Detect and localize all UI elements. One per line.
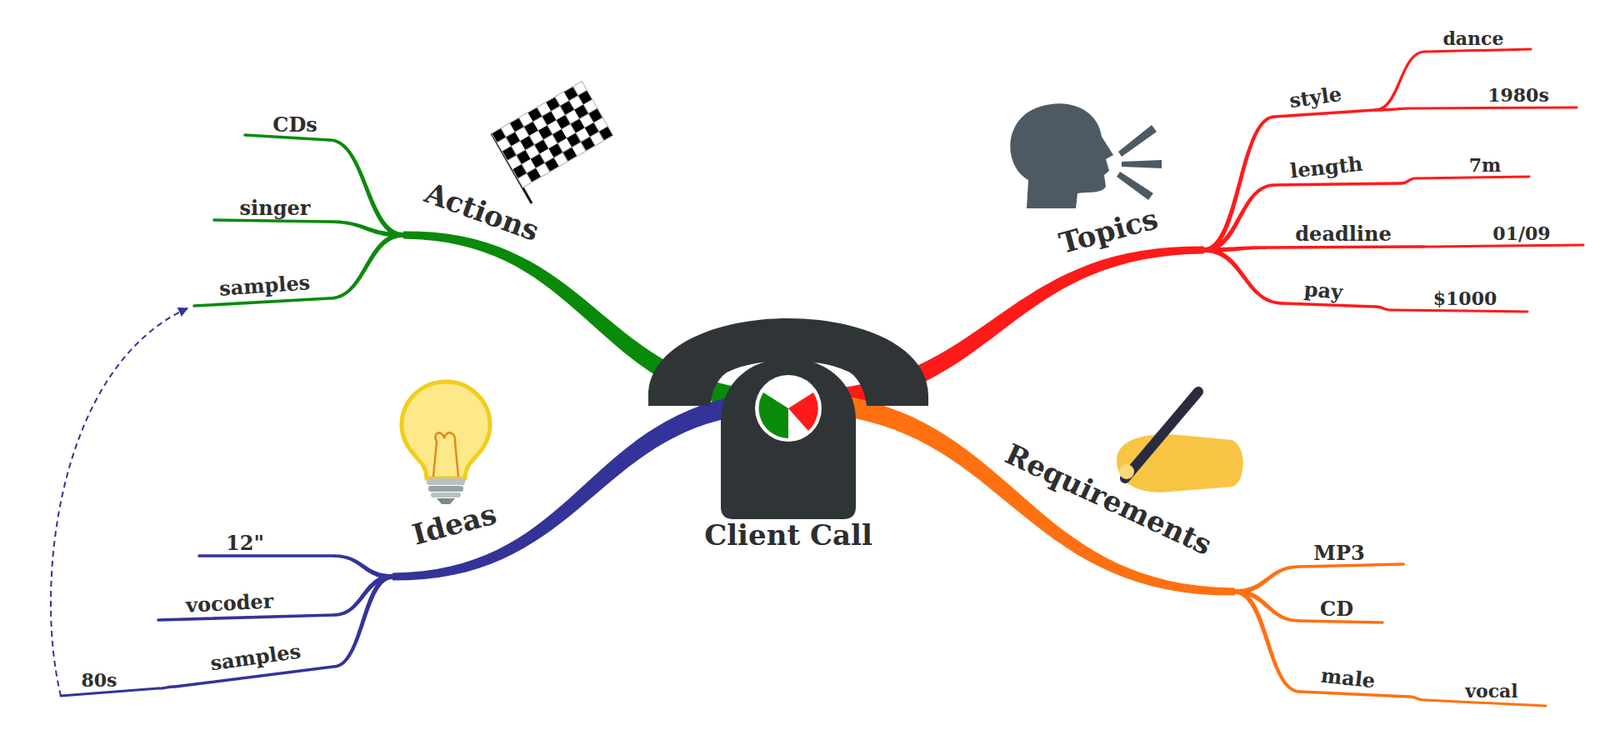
branch-leaf: 7m xyxy=(1469,155,1502,175)
branch-underline xyxy=(1416,107,1577,109)
branch-connector xyxy=(1375,50,1425,112)
branch-underline xyxy=(1433,245,1584,247)
branch-leaf: deadline xyxy=(1295,223,1391,245)
leaf-word: singer xyxy=(240,197,311,219)
main-branch-label: Topics xyxy=(1055,204,1161,260)
branch-connector xyxy=(403,231,789,414)
branch-connector xyxy=(333,554,393,580)
branch-leaf: 12" xyxy=(225,532,265,554)
main-branch-label: Ideas xyxy=(409,500,500,551)
branch-underline xyxy=(1275,110,1375,117)
leaf-word: $1000 xyxy=(1433,289,1498,309)
branch-leaf: vocal xyxy=(1465,681,1518,701)
main-branch-label: Requirements xyxy=(1000,439,1216,561)
branch-leaf: singer xyxy=(240,197,311,219)
phone-icon xyxy=(641,312,935,521)
leaf-word: CD xyxy=(1320,598,1354,620)
branch-underline xyxy=(175,666,334,687)
leaf-word: 01/09 xyxy=(1492,224,1550,244)
leaf-word: 12" xyxy=(225,532,265,554)
branch-title: Actions xyxy=(420,178,543,247)
branch-leaf: dance xyxy=(1442,29,1504,49)
branch-connector xyxy=(1204,115,1275,253)
central-topic: Client Call xyxy=(641,312,935,551)
branch-connector xyxy=(1408,695,1425,701)
branch-leaf: $1000 xyxy=(1433,289,1498,309)
branch-underline xyxy=(245,135,330,140)
branch-leaf: MP3 xyxy=(1313,542,1365,564)
branch-underline xyxy=(194,298,330,306)
branch-connector xyxy=(1204,247,1284,305)
branch-underline xyxy=(214,220,330,222)
branch-underline xyxy=(1425,49,1531,52)
leaf-word: vocoder xyxy=(185,590,275,616)
branch-underline xyxy=(1425,700,1546,706)
leaf-word: length xyxy=(1289,153,1364,182)
branch-connector xyxy=(333,574,393,669)
branch-leaf: 1980s xyxy=(1487,85,1550,105)
branch-underline xyxy=(158,615,334,620)
branch-leaf: samples xyxy=(219,272,312,300)
branch-underline xyxy=(1270,246,1417,248)
lightbulb-icon xyxy=(401,381,490,505)
leaf-word: samples xyxy=(209,640,303,674)
branch-leaf: male xyxy=(1320,665,1377,692)
main-branch-label: Actions xyxy=(420,178,543,247)
leaf-word: 7m xyxy=(1469,155,1502,175)
branch-title: Ideas xyxy=(409,500,500,551)
branch-connector xyxy=(1235,589,1300,694)
writing-hand-icon xyxy=(1116,391,1244,493)
branch-leaf: vocoder xyxy=(185,590,275,616)
branch-underline xyxy=(1275,183,1400,185)
branch-underline xyxy=(1300,691,1409,697)
leaf-word: 80s xyxy=(80,670,117,690)
leaf-word: dance xyxy=(1442,29,1504,49)
branch-title: Topics xyxy=(1055,204,1161,260)
speaking-head-icon xyxy=(1010,103,1162,209)
leaf-word: CDs xyxy=(272,114,317,135)
branch-connector xyxy=(158,685,175,690)
flag-icon xyxy=(491,81,614,205)
leaf-word: pay xyxy=(1303,278,1344,303)
branch-underline xyxy=(199,554,334,558)
branch-connector xyxy=(1400,177,1417,185)
branch-connector xyxy=(1416,245,1434,249)
leaf-word: vocal xyxy=(1465,681,1518,701)
leaf-word: style xyxy=(1287,83,1343,112)
branch-connector xyxy=(1235,565,1300,595)
leaf-word: samples xyxy=(219,272,312,300)
leaf-word: deadline xyxy=(1295,223,1391,245)
leaf-word: 1980s xyxy=(1487,85,1550,105)
leaf-word: male xyxy=(1320,665,1377,692)
branch-connector xyxy=(1375,305,1392,311)
branch-connector xyxy=(329,232,404,300)
branch-underline xyxy=(1283,303,1375,307)
branch-leaf: samples xyxy=(209,640,303,674)
branch-leaf: CD xyxy=(1320,598,1354,620)
branch-underline xyxy=(1300,564,1404,567)
branch-underline xyxy=(1300,620,1383,623)
dashed-link-arrow xyxy=(50,308,188,696)
branch-leaf: length xyxy=(1289,153,1364,182)
branch-underline xyxy=(1416,176,1530,179)
branch-leaf: CDs xyxy=(272,114,317,135)
branch-connector xyxy=(1204,183,1275,253)
central-title: Client Call xyxy=(641,520,935,551)
branch-connector xyxy=(329,138,404,238)
branch-connector xyxy=(1375,107,1417,112)
branch-leaf: style xyxy=(1287,83,1343,112)
leaf-word: MP3 xyxy=(1313,542,1365,564)
branch-title: Requirements xyxy=(1000,439,1216,561)
branch-leaf: 80s xyxy=(80,670,117,690)
branch-leaf: 01/09 xyxy=(1492,224,1550,244)
branch-leaf: pay xyxy=(1303,278,1344,303)
branch-underline xyxy=(1391,310,1528,312)
